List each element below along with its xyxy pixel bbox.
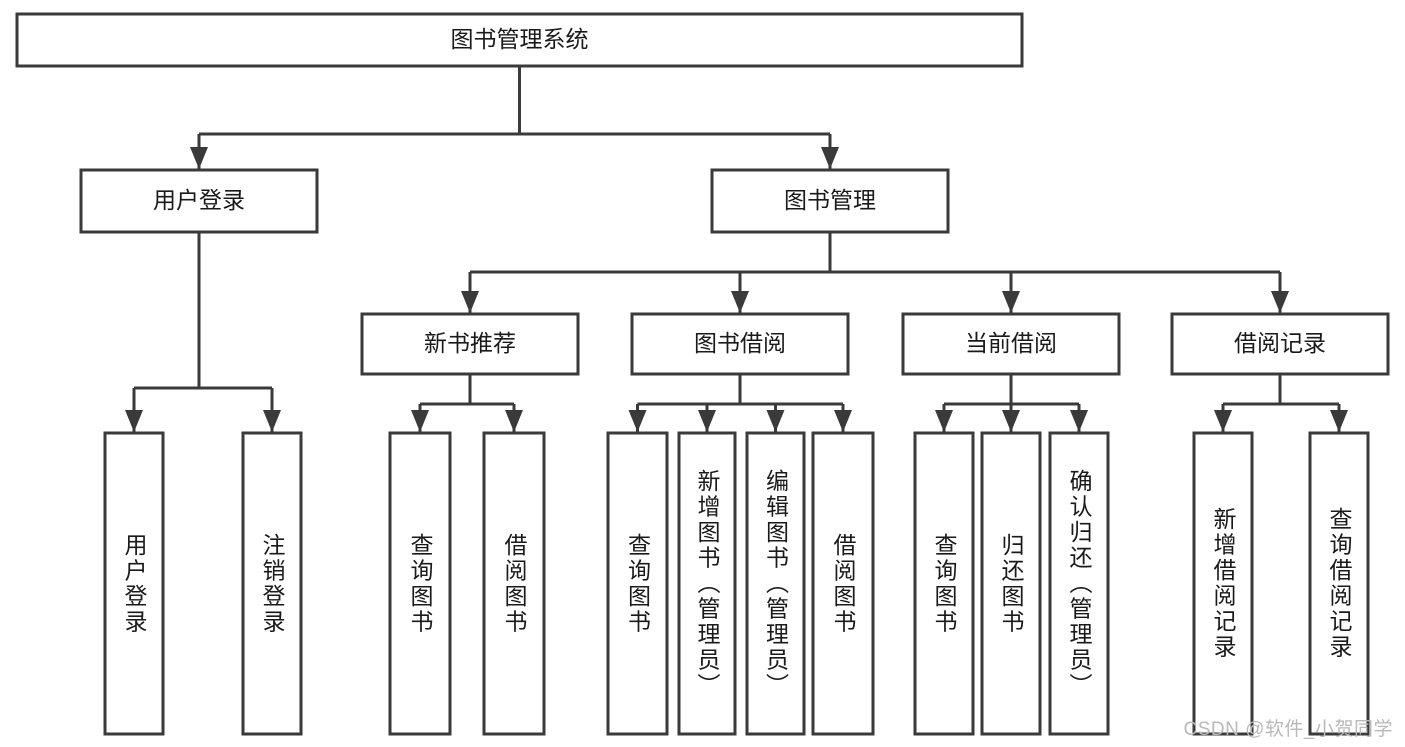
edge-book-mgmt-arrow-0: [461, 291, 479, 313]
node-box-leaf-3[interactable]: [482, 431, 546, 736]
node-box-leaf-12[interactable]: [1308, 431, 1370, 736]
node-box-level3-2[interactable]: [901, 312, 1121, 376]
node-box-level2-1[interactable]: [710, 168, 950, 234]
node-label-level3-2: 当前借阅: [965, 330, 1057, 356]
node-box-leaf-5[interactable]: [677, 431, 737, 736]
edge-root-arrow-0: [190, 147, 208, 169]
node-box-leaf-2[interactable]: [388, 431, 452, 736]
edge-borrow-arrow-3: [834, 410, 852, 432]
edge-root-arrow-1: [821, 147, 839, 169]
node-label-root-0: 图书管理系统: [451, 26, 589, 52]
node-box-leaf-10[interactable]: [1048, 431, 1110, 736]
edge-user-login-arrow-0: [125, 410, 143, 432]
node-label-level2-1: 图书管理: [784, 187, 876, 213]
node-box-leaf-4[interactable]: [606, 431, 669, 736]
edge-book-mgmt-arrow-2: [1002, 291, 1020, 313]
node-label-level3-0: 新书推荐: [424, 330, 516, 356]
node-box-leaf-6[interactable]: [745, 431, 806, 736]
edge-records-arrow-1: [1330, 410, 1348, 432]
edge-book-mgmt-arrow-3: [1271, 291, 1289, 313]
node-box-leaf-0[interactable]: [103, 431, 165, 736]
node-box-leaf-8[interactable]: [913, 431, 975, 736]
node-box-leaf-11[interactable]: [1192, 431, 1254, 736]
node-box-level3-1[interactable]: [630, 312, 850, 376]
node-box-leaf-1[interactable]: [241, 431, 303, 736]
node-box-root-0[interactable]: [15, 12, 1024, 68]
node-label-level3-3: 借阅记录: [1234, 330, 1326, 356]
edge-borrow-arrow-0: [628, 410, 647, 432]
node-box-layer: [15, 12, 1390, 736]
node-box-leaf-9[interactable]: [980, 431, 1042, 736]
edge-current-arrow-2: [1070, 410, 1088, 432]
edge-borrow-arrow-2: [766, 410, 785, 432]
node-box-leaf-7[interactable]: [811, 431, 875, 736]
edge-new-book-arrow-0: [411, 410, 429, 432]
edge-current-arrow-0: [935, 410, 953, 432]
node-label-level3-1: 图书借阅: [694, 330, 786, 356]
node-box-level3-3[interactable]: [1170, 312, 1390, 376]
connector-layer: [125, 66, 1348, 432]
edge-user-login-arrow-1: [263, 410, 281, 432]
edge-new-book-arrow-1: [505, 410, 523, 432]
edge-book-mgmt-arrow-1: [731, 291, 749, 313]
edge-records-arrow-0: [1214, 410, 1232, 432]
node-box-level3-0[interactable]: [360, 312, 580, 376]
edge-borrow-arrow-1: [698, 410, 716, 432]
node-label-level2-0: 用户登录: [153, 187, 245, 213]
edge-current-arrow-1: [1002, 410, 1020, 432]
watermark: CSDN @软件_小贺同学: [1183, 719, 1393, 740]
node-box-level2-0[interactable]: [79, 168, 319, 234]
